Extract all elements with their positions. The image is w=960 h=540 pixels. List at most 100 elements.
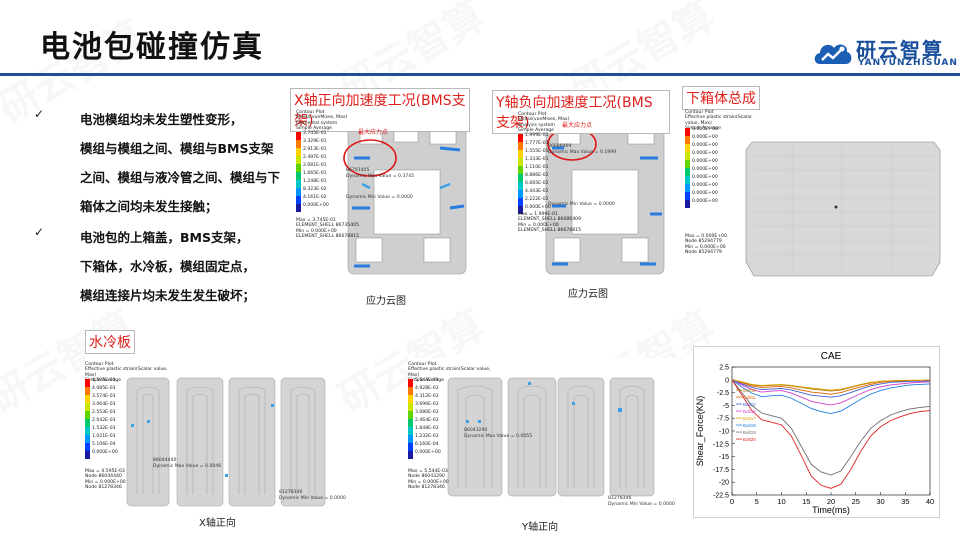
x-tick-label: 20 xyxy=(827,497,835,506)
x-tick-label: 30 xyxy=(876,497,884,506)
y-tick-label: -17.5 xyxy=(713,467,729,474)
list-item: ✓ 电池包的上箱盖，BMS支架， 下箱体，水冷板，模组固定点， 模组连接片均未发… xyxy=(32,223,282,310)
scale-value: 0.000E+00 xyxy=(692,175,718,180)
check-icon: ✓ xyxy=(34,225,45,239)
color-swatch xyxy=(296,132,301,140)
contour-legend: Contour Plot Effective plastic strain(Sc… xyxy=(685,110,765,131)
contour-summary: Max = 1.999E-01 ELEMENT_SHELL 86686409 M… xyxy=(518,212,581,233)
contour-legend: Contour Plot Effective plastic strain(Sc… xyxy=(85,362,175,383)
x-axis-label: Time(ms) xyxy=(812,505,850,515)
legend-line: Contour Plot xyxy=(85,362,114,367)
annotation-line: 86701405 xyxy=(346,168,370,173)
color-swatch xyxy=(518,182,523,190)
min-annotation: Dynamic Min Value = 0.0000 xyxy=(548,202,615,207)
scale-value: 3.696E-03 xyxy=(415,402,439,407)
max-annotation: 86044440 Dynamic Max Value = 0.0046 xyxy=(153,458,221,469)
scale-value: 3.329E-01 xyxy=(303,139,327,144)
x-tick-label: 5 xyxy=(755,497,759,506)
color-swatch xyxy=(408,443,413,451)
scale-value: 2.553E-03 xyxy=(92,410,116,415)
color-swatch xyxy=(408,427,413,435)
legend-line: Node 85294779 xyxy=(685,249,722,255)
color-scale-bar xyxy=(296,132,301,212)
color-swatch xyxy=(296,172,301,180)
x-tick-label: 0 xyxy=(730,497,734,506)
panel-caption: 应力云图 xyxy=(568,289,608,300)
scale-value: 2.464E-03 xyxy=(415,418,439,423)
legend-line: Min = 0.000E+00 xyxy=(85,479,126,485)
lower-box-panel: 下箱体总成 Contour Plot Effective plastic str… xyxy=(682,86,944,286)
legend-line: Elemental system xyxy=(296,120,338,126)
y-tick-label: -12.5 xyxy=(713,441,729,448)
check-icon: ✓ xyxy=(34,107,45,121)
scale-value: 2.081E-01 xyxy=(303,163,327,168)
color-swatch xyxy=(518,142,523,150)
max-annotation: 86686409 Dynamic Max Value = 0.1999 xyxy=(548,144,616,155)
legend-label: Bolt17 xyxy=(743,416,756,421)
legend-line: Max = 5.544E-03 xyxy=(408,469,448,474)
legend-line: Simple Average xyxy=(685,125,722,131)
legend-line: ELEMENT_SHELL 86686409 xyxy=(518,217,582,223)
legend-line: Node 85294779 xyxy=(685,239,722,245)
scale-value: 0.000E+00 xyxy=(415,450,441,455)
series-line xyxy=(731,379,931,398)
conclusion-list: ✓ 电池模组均未发生塑性变形， 模组与模组之间、模组与BMS支架 之间、模组与液… xyxy=(32,105,282,312)
contour-legend: Contour Plot Stress(vonMises, Max) Eleme… xyxy=(296,110,366,131)
scale-value: 0.000E+00 xyxy=(692,191,718,196)
legend-line: ELEMENT_SHELL 86678815 xyxy=(296,233,360,239)
annotation-line: 86044440 xyxy=(153,458,177,463)
scale-value: 0.000E+00 xyxy=(303,203,329,208)
contour-legend: Contour Plot Effective plastic strain(Sc… xyxy=(408,362,498,383)
legend-line: Simple Average xyxy=(85,377,122,383)
legend-line: Analysis system xyxy=(518,122,555,128)
panel-title: X轴正向加速度工况(BMS支架) xyxy=(290,88,470,132)
legend-label: Bolt20 xyxy=(743,437,756,442)
color-scale-bar xyxy=(85,379,90,459)
color-scale-bar xyxy=(685,128,690,208)
x-tick-label: 35 xyxy=(901,497,909,506)
min-annotation: 81278346 Dynamic Min Value = 0.0000 xyxy=(608,496,675,507)
panel-title: Y轴负向加速度工况(BMS支架) xyxy=(492,90,670,134)
page-title: 电池包碰撞仿真 xyxy=(40,30,264,65)
cold-plate-x-panel: 水冷板 Contour Plot Effective plastic strai… xyxy=(85,330,346,529)
color-swatch xyxy=(518,166,523,174)
legend-line: Min = 0.000E+00 xyxy=(685,244,726,250)
bullet-line: 下箱体，水冷板，模组固定点， xyxy=(80,259,256,274)
scale-value: 4.085E-03 xyxy=(92,386,116,391)
color-swatch xyxy=(518,206,523,214)
scale-value: 1.555E-01 xyxy=(525,149,549,154)
annotation-line: Dynamic Max Value = 0.0046 xyxy=(153,463,222,469)
legend-line: Contour Plot xyxy=(408,362,437,367)
logo-text-en: YANYUNZHISUAN xyxy=(858,58,958,68)
legend-line: Min = 0.000E+00 xyxy=(518,222,559,228)
annotation-line: 86043290 xyxy=(464,428,488,433)
scale-value: 4.928E-03 xyxy=(415,386,439,391)
color-swatch xyxy=(518,174,523,182)
x-tick-label: 40 xyxy=(926,497,934,506)
scale-value: 0.000E+00 xyxy=(92,450,118,455)
color-swatch xyxy=(685,128,690,136)
panel-caption: Y轴正向 xyxy=(522,522,559,533)
logo-text-cn: 研云智算 xyxy=(856,38,944,62)
contour-summary: Max = 0.000E+00 Node 85294779 Min = 0.00… xyxy=(685,234,727,255)
min-annotation: 81278346 Dynamic Min Value = 0.0000 xyxy=(279,490,346,501)
scale-value: 6.665E-02 xyxy=(525,181,549,186)
legend-line: Max = 4.595E-03 xyxy=(85,469,125,474)
y-tick-label: -22.5 xyxy=(713,493,729,500)
color-swatch xyxy=(518,150,523,158)
legend-line: Stress(vonMises, Max) xyxy=(296,115,348,121)
annotation-line: Dynamic Min Value = 0.0000 xyxy=(279,495,346,501)
color-swatch xyxy=(408,387,413,395)
bullet-line: 之间、模组与液冷管之间、模组与下 xyxy=(80,170,281,185)
scale-value: 3.080E-03 xyxy=(415,410,439,415)
scale-value: 3.574E-03 xyxy=(92,394,116,399)
scale-value: 1.333E-01 xyxy=(525,157,549,162)
scale-value: 1.532E-03 xyxy=(92,426,116,431)
x-tick-label: 15 xyxy=(802,497,810,506)
scale-value: 3.064E-03 xyxy=(92,402,116,407)
color-swatch xyxy=(296,156,301,164)
color-swatch xyxy=(296,164,301,172)
